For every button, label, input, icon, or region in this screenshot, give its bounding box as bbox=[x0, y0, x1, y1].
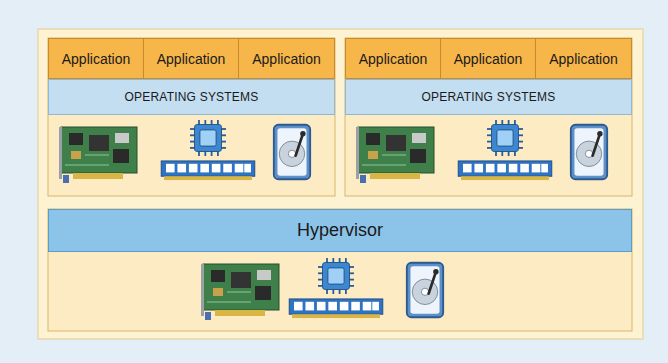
node-label: Application bbox=[359, 51, 428, 67]
application-box: Application bbox=[345, 38, 441, 79]
node-label: OPERATING SYSTEMS bbox=[422, 90, 556, 104]
node-label: Application bbox=[157, 51, 226, 67]
node-label: Application bbox=[549, 51, 618, 67]
os-band: OPERATING SYSTEMS bbox=[48, 79, 335, 115]
node-label: Application bbox=[454, 51, 523, 67]
application-box: Application bbox=[238, 38, 335, 79]
node-label: Application bbox=[252, 51, 321, 67]
node-label: OPERATING SYSTEMS bbox=[125, 90, 259, 104]
application-box: Application bbox=[143, 38, 239, 79]
physical-hardware bbox=[201, 258, 443, 320]
application-box: Application bbox=[440, 38, 536, 79]
virtual-hardware bbox=[59, 120, 310, 183]
vm-frame bbox=[345, 38, 632, 196]
application-box: Application bbox=[535, 38, 632, 79]
virtual-hardware bbox=[356, 120, 607, 183]
node-label: Application bbox=[62, 51, 131, 67]
os-band: OPERATING SYSTEMS bbox=[345, 79, 632, 115]
node-label: Hypervisor bbox=[297, 220, 383, 241]
host-frame bbox=[48, 209, 632, 331]
outer-panel bbox=[38, 29, 643, 339]
vm-frame bbox=[48, 38, 335, 196]
application-box: Application bbox=[48, 38, 144, 79]
hypervisor-band: Hypervisor bbox=[48, 209, 632, 252]
